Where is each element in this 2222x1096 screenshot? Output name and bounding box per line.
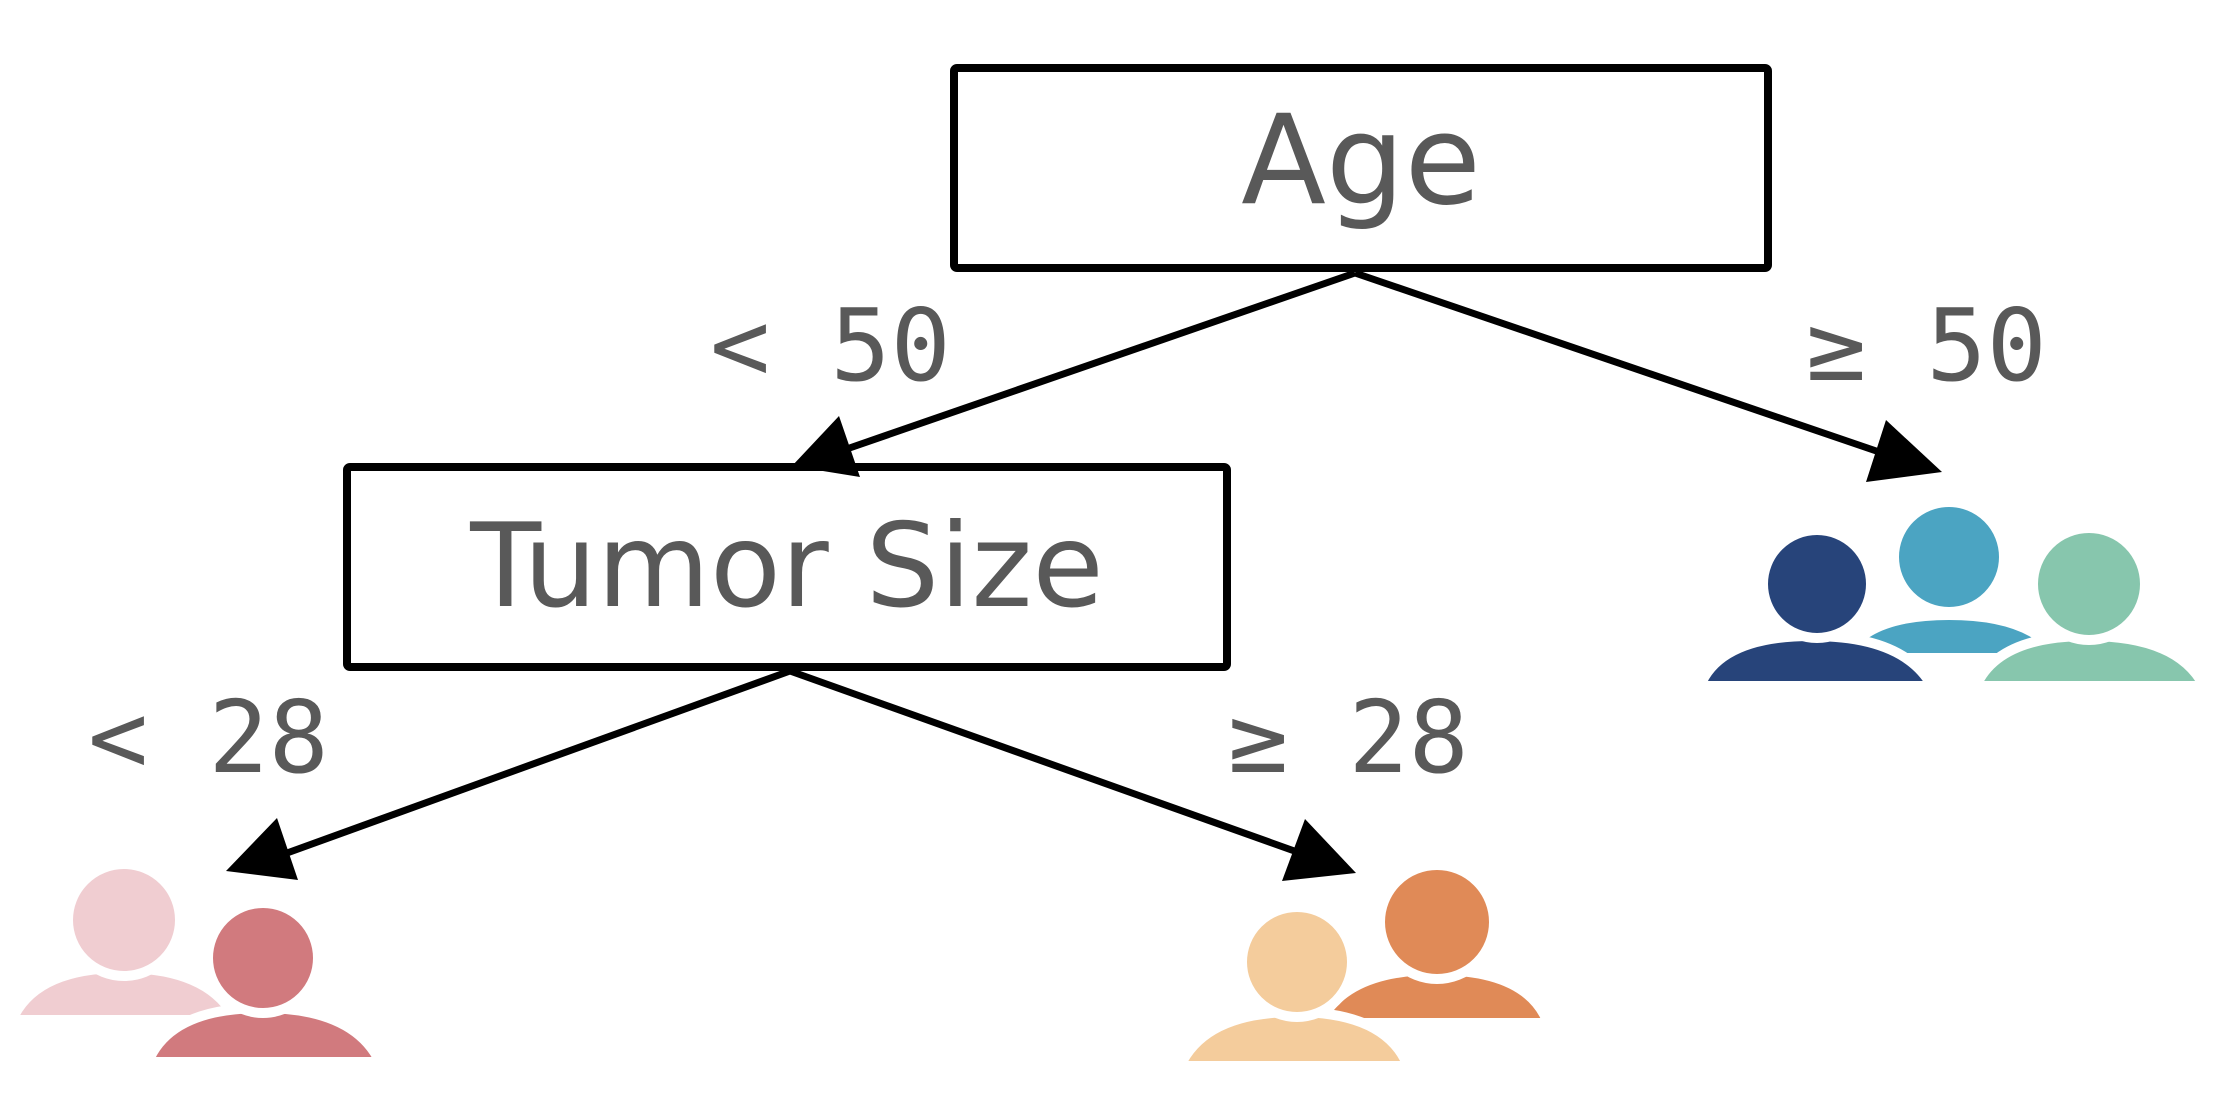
people-group-icon <box>1692 497 2213 691</box>
person-icon <box>1312 860 1556 1028</box>
root-node-label: Age <box>1241 89 1481 233</box>
root-node: Age <box>950 64 1772 272</box>
person-icon <box>1835 497 2070 663</box>
person-icon <box>1172 902 1416 1071</box>
person-icon <box>4 859 245 1025</box>
edge-child-left <box>226 667 792 880</box>
edge-child-right <box>788 667 1356 881</box>
person-icon <box>140 898 388 1067</box>
person-icon <box>1968 523 2213 691</box>
edge-label-child-right: ≥ 28 <box>1228 679 1469 796</box>
people-pair-icon <box>1172 860 1556 1071</box>
edge-root-right <box>1353 269 1942 482</box>
edge-label-root-left: < 50 <box>710 287 951 404</box>
person-icon <box>1692 525 1941 691</box>
child-node-label: Tumor Size <box>469 499 1103 634</box>
child-node: Tumor Size <box>343 463 1231 671</box>
edge-root-left <box>792 269 1357 477</box>
people-pair-icon <box>4 859 388 1067</box>
edge-label-child-left: < 28 <box>88 679 329 796</box>
edge-label-root-right: ≥ 50 <box>1806 287 2047 404</box>
